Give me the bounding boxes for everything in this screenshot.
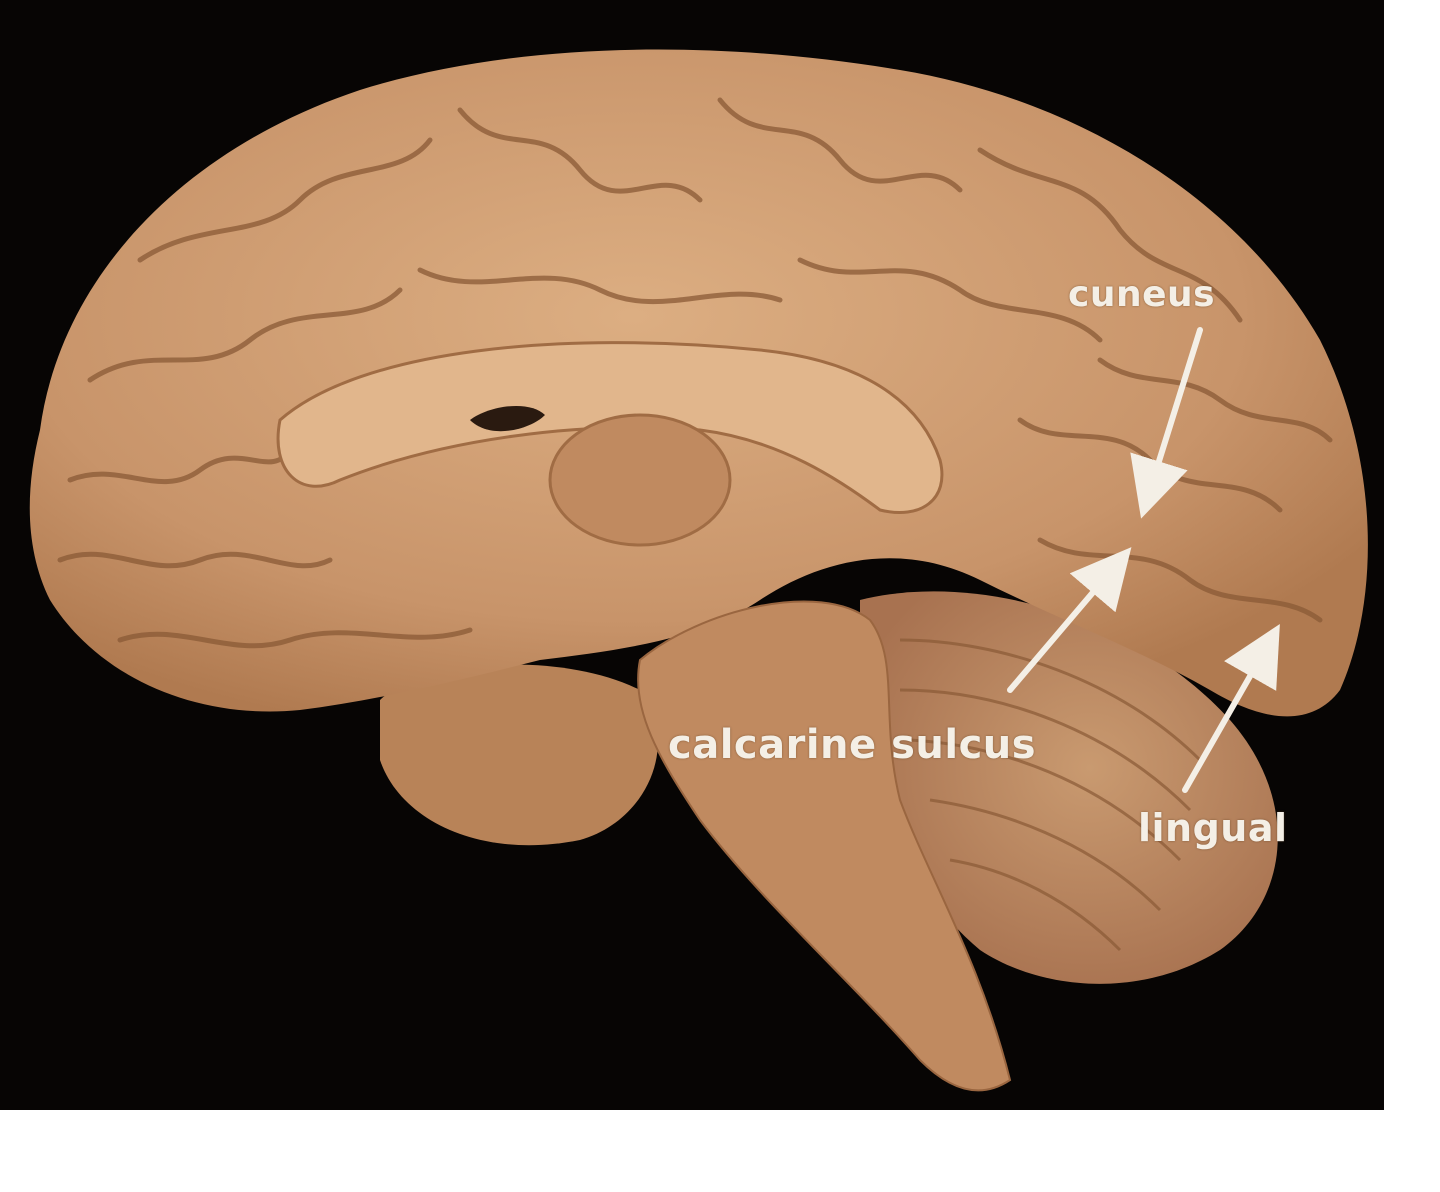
label-lingual: lingual (1138, 806, 1288, 850)
arrow-lingual (1182, 623, 1280, 793)
arrow-calcarine (1007, 547, 1132, 693)
label-calcarine-sulcus: calcarine sulcus (668, 722, 1037, 768)
brain-photograph: cuneus calcarine sulcus lingual (0, 0, 1384, 1110)
brain-illustration (29, 49, 1368, 1092)
ventricle (470, 405, 545, 432)
annotation-arrows (1007, 327, 1280, 793)
brainstem (637, 600, 1012, 1092)
cerebellum-folia (899, 638, 1202, 952)
arrow-cuneus (1130, 327, 1203, 519)
gyri-folds (57, 97, 1333, 649)
thalamus (548, 413, 732, 547)
temporal-lobe (380, 664, 658, 846)
label-cuneus: cuneus (1068, 274, 1216, 315)
cerebellum (860, 591, 1278, 984)
